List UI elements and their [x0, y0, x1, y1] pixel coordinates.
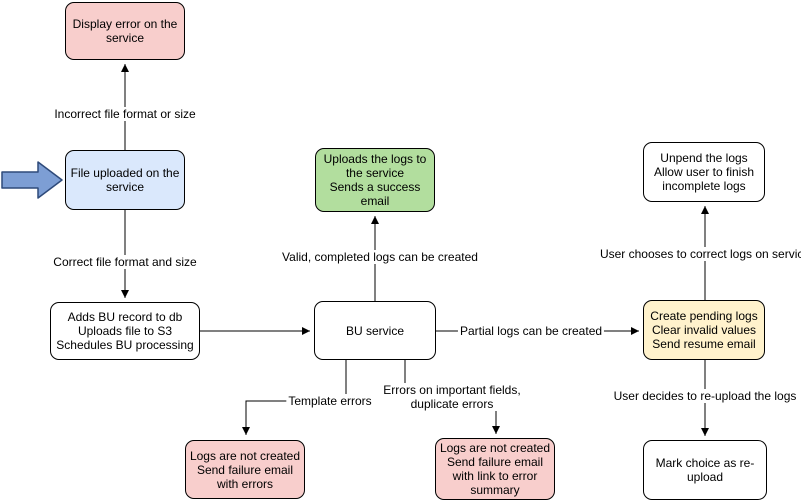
- edge-label-incorrect-format: Incorrect file format or size: [52, 107, 198, 121]
- node-unpend-logs: Unpend the logs Allow user to finish inc…: [643, 142, 765, 202]
- edge-label-user-reuploads: User decides to re-upload the logs: [611, 389, 799, 403]
- node-display-error: Display error on the service: [65, 2, 185, 60]
- node-create-pending-logs: Create pending logs Clear invalid values…: [643, 300, 765, 360]
- node-logs-not-created-summary: Logs are not created Send failure email …: [435, 438, 555, 500]
- edge-label-correct-format: Correct file format and size: [51, 255, 199, 269]
- edge-label-template-errors: Template errors: [286, 394, 374, 408]
- node-uploads-logs: Uploads the logs to the service Sends a …: [315, 148, 435, 212]
- node-bu-service: BU service: [314, 301, 436, 360]
- edge-label-valid-logs: Valid, completed logs can be created: [280, 250, 480, 264]
- edge-label-partial-logs: Partial logs can be created: [457, 324, 605, 338]
- node-file-uploaded: File uploaded on the service: [65, 150, 185, 210]
- node-mark-reupload: Mark choice as re- upload: [643, 440, 767, 500]
- node-adds-bu-record: Adds BU record to db Uploads file to S3 …: [50, 302, 200, 360]
- edge-label-user-corrects: User chooses to correct logs on service: [597, 247, 801, 261]
- node-logs-not-created-errors: Logs are not created Send failure email …: [185, 440, 305, 499]
- edge-label-important-field-errors: Errors on important fields, duplicate er…: [381, 383, 523, 411]
- entry-arrow-icon: [1, 161, 63, 199]
